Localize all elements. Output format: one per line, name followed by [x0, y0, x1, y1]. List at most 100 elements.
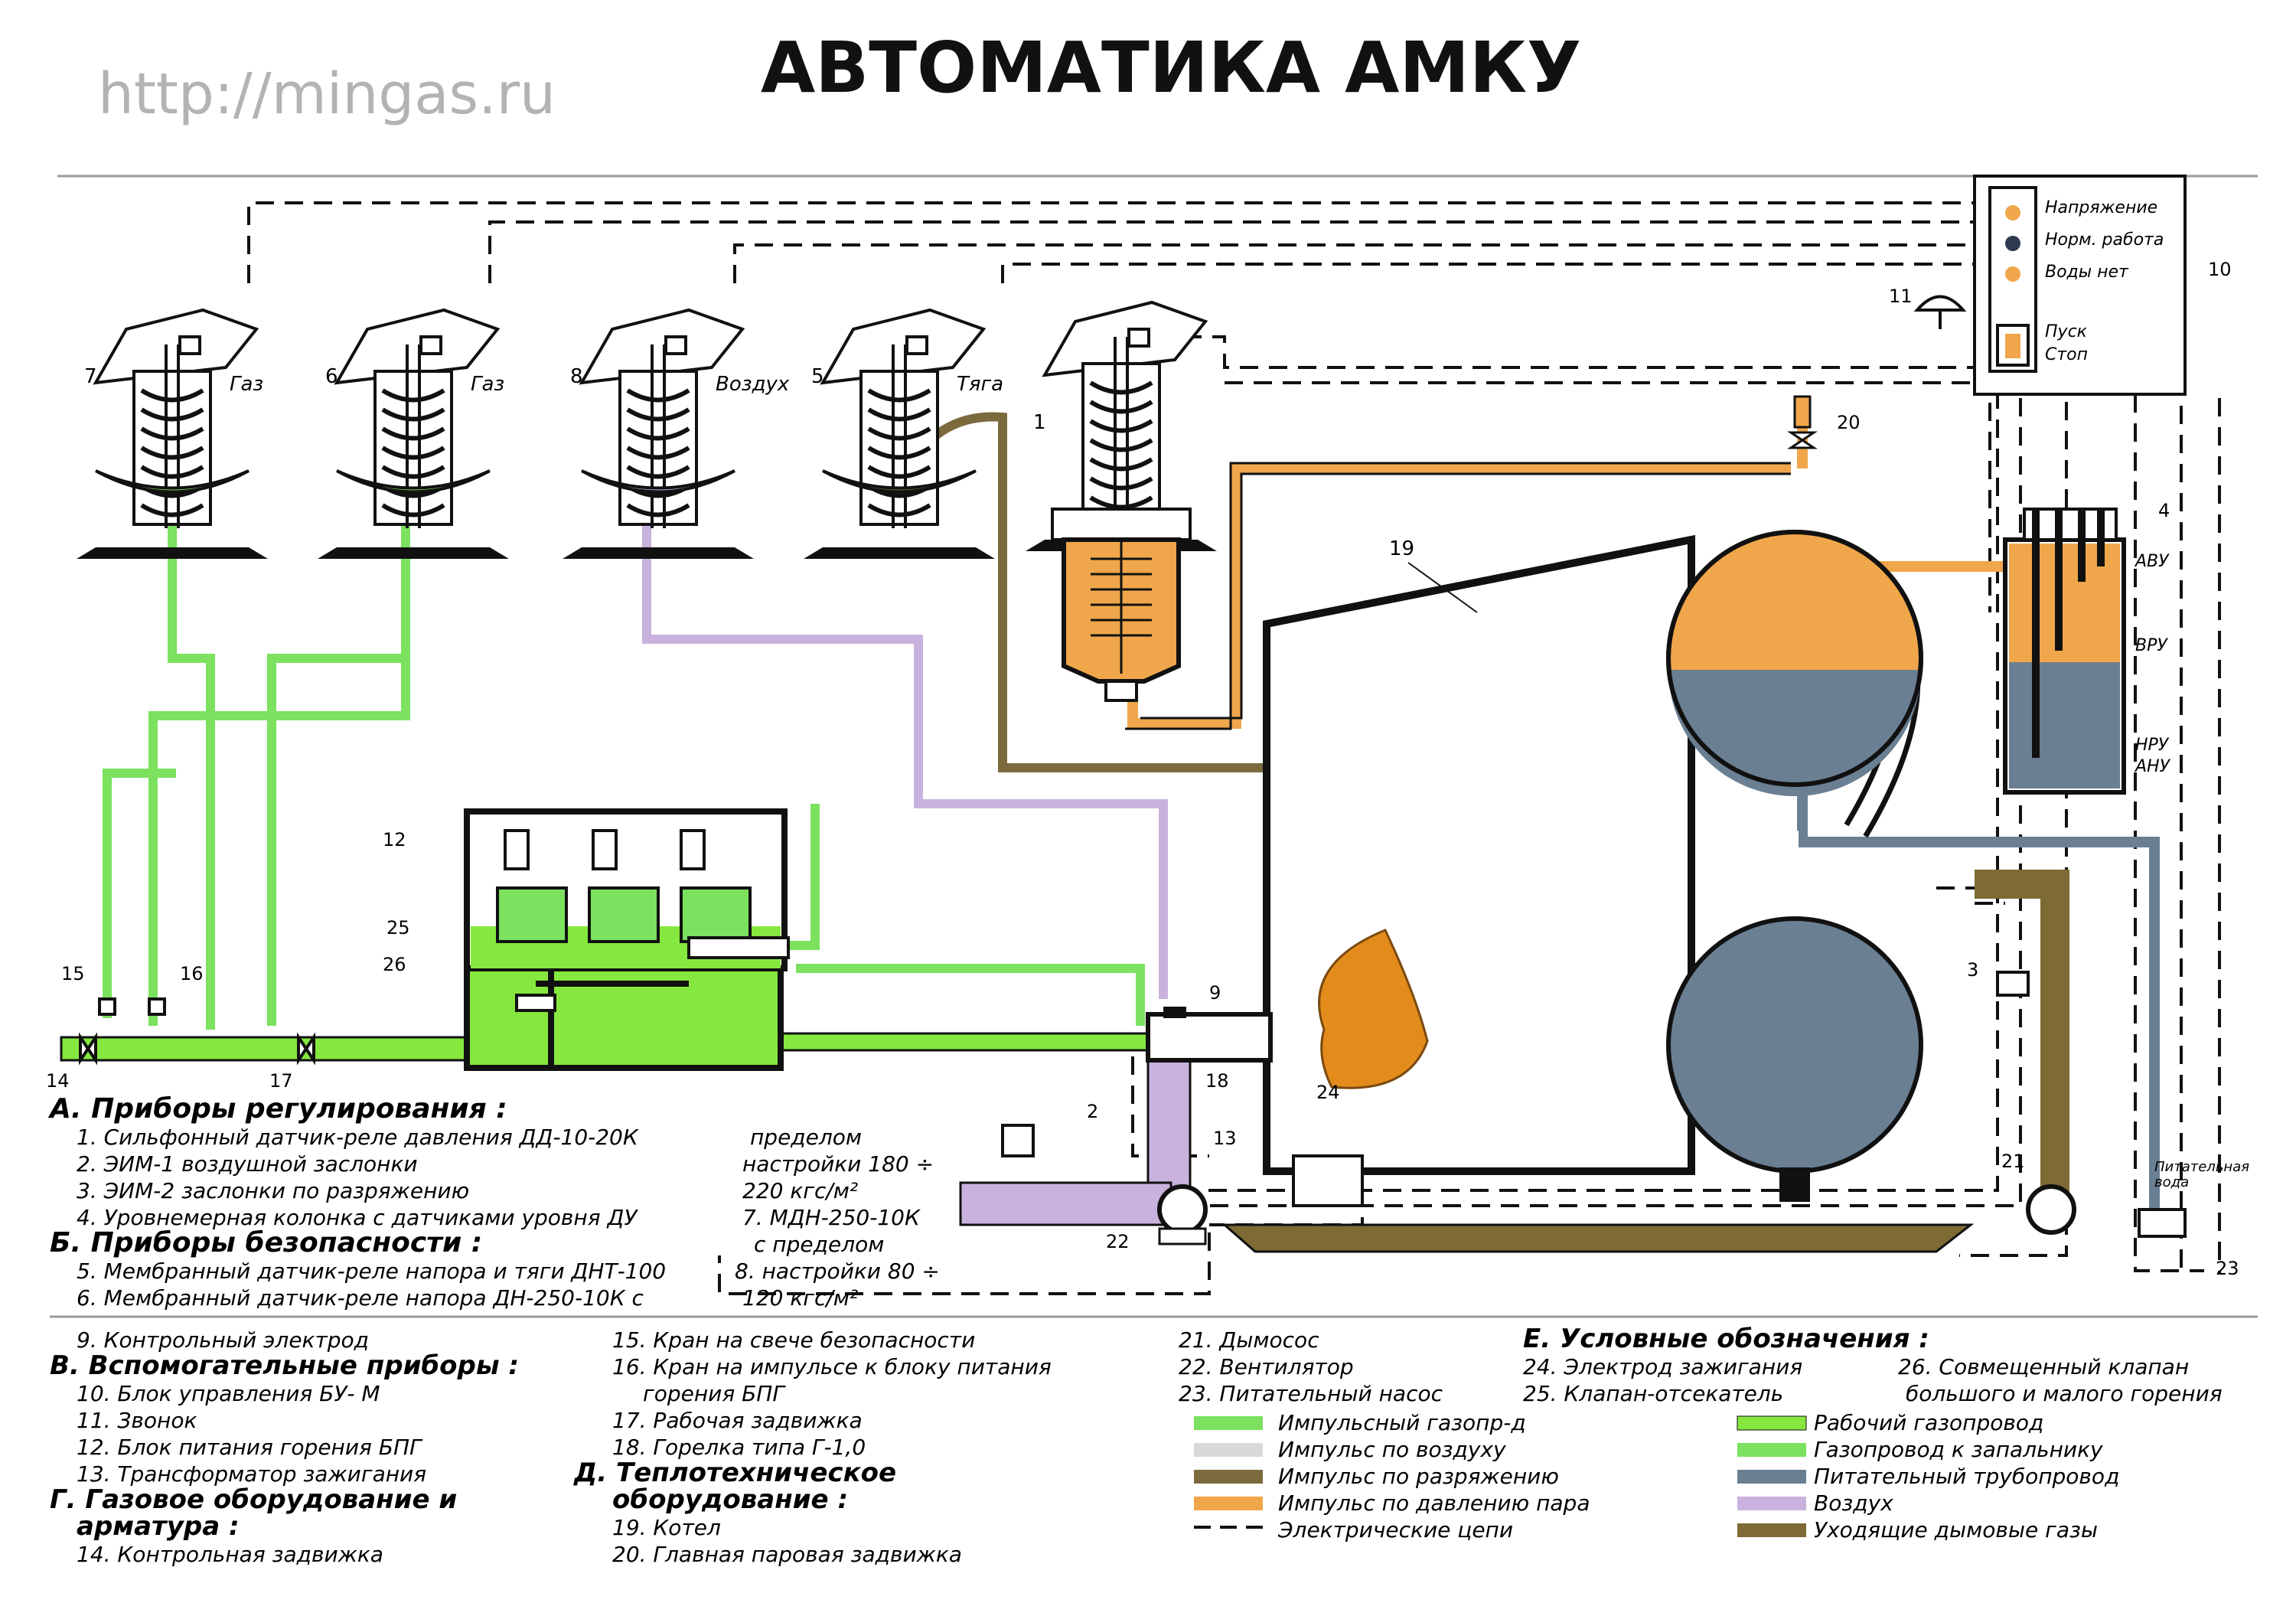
svg-text:АНУ: АНУ — [2134, 757, 2171, 776]
svg-text:4: 4 — [2158, 500, 2170, 521]
air-impulse-pipe — [642, 490, 1168, 999]
svg-text:1: 1 — [1033, 411, 1046, 434]
svg-text:16: 16 — [180, 963, 204, 984]
svg-text:Газ: Газ — [471, 373, 504, 396]
svg-text:10. Блок управления БУ- М: 10. Блок управления БУ- М — [77, 1381, 380, 1406]
svg-text:Норм. работа: Норм. работа — [2045, 230, 2164, 250]
svg-text:Рабочий газопровод: Рабочий газопровод — [1814, 1410, 2043, 1435]
bell-11: 11 — [1889, 286, 1967, 329]
gas-impulse-pipes — [103, 490, 1145, 1030]
ignition-transformer-13: 13 — [1213, 1128, 1364, 1207]
svg-text:19. Котел: 19. Котел — [612, 1515, 721, 1540]
svg-text:7. МДН-250-10К: 7. МДН-250-10К — [742, 1205, 921, 1230]
svg-text:12. Блок питания горения БПГ: 12. Блок питания горения БПГ — [77, 1435, 423, 1460]
svg-text:оборудование :: оборудование : — [612, 1484, 848, 1515]
svg-text:Электрические цепи: Электрические цепи — [1277, 1517, 1513, 1543]
svg-text:22: 22 — [1106, 1231, 1130, 1252]
svg-text:9: 9 — [1209, 982, 1221, 1004]
svg-text:6: 6 — [325, 365, 338, 388]
svg-text:Импульс по давлению пара: Импульс по давлению пара — [1278, 1490, 1590, 1516]
legend-a-head: А. Приборы регулирования : — [47, 1093, 507, 1125]
svg-text:с пределом: с пределом — [754, 1232, 884, 1257]
svg-text:Пуск: Пуск — [2045, 322, 2088, 341]
svg-text:18. Горелка типа Г-1,0: 18. Горелка типа Г-1,0 — [612, 1435, 866, 1460]
svg-text:большого и малого горения: большого и малого горения — [1906, 1381, 2223, 1406]
svg-text:11. Звонок: 11. Звонок — [77, 1408, 197, 1433]
svg-text:11: 11 — [1889, 286, 1913, 307]
svg-text:25: 25 — [386, 917, 410, 939]
svg-text:24: 24 — [1316, 1082, 1340, 1103]
svg-text:23: 23 — [2216, 1258, 2239, 1279]
svg-text:Питательная: Питательная — [2154, 1159, 2249, 1175]
svg-text:ВРУ: ВРУ — [2135, 636, 2168, 655]
sensor-7: Газ 7 — [77, 310, 268, 559]
svg-text:Стоп: Стоп — [2045, 345, 2088, 364]
svg-text:14: 14 — [46, 1070, 70, 1092]
svg-text:арматура :: арматура : — [77, 1511, 240, 1542]
svg-text:5: 5 — [811, 365, 824, 388]
svg-text:4. Уровнемерная колонка с датч: 4. Уровнемерная колонка с датчиками уров… — [77, 1205, 638, 1230]
svg-text:20: 20 — [1837, 412, 1861, 433]
smoke-exhauster-21: 21 — [2001, 1151, 2076, 1235]
svg-text:18: 18 — [1205, 1070, 1229, 1092]
sensor-8: Воздух 8 — [563, 310, 790, 559]
voltage-lamp — [2005, 205, 2020, 220]
svg-text:НРУ: НРУ — [2135, 736, 2170, 755]
sensor-6: Газ 6 — [318, 310, 509, 559]
svg-text:Г. Газовое оборудование и: Г. Газовое оборудование и — [50, 1484, 457, 1515]
svg-text:Воздух: Воздух — [716, 373, 790, 396]
svg-text:20. Главная паровая задвижка: 20. Главная паровая задвижка — [612, 1542, 962, 1567]
svg-text:21: 21 — [2001, 1151, 2025, 1172]
svg-text:настройки 180 ÷: настройки 180 ÷ — [742, 1151, 934, 1177]
svg-text:2. ЭИМ-1 воздушной заслонки: 2. ЭИМ-1 воздушной заслонки — [77, 1151, 418, 1177]
svg-text:13. Трансформатор зажигания: 13. Трансформатор зажигания — [77, 1461, 426, 1487]
burner-18: 9 18 24 — [1146, 929, 1429, 1103]
air-supply-pipe — [959, 1181, 1172, 1226]
svg-text:Воды нет: Воды нет — [2045, 263, 2129, 282]
svg-text:Уходящие дымовые газы: Уходящие дымовые газы — [1814, 1517, 2098, 1543]
page-title: АВТОМАТИКА АМКУ — [761, 27, 1581, 109]
svg-text:220 кгс/м²: 220 кгс/м² — [742, 1178, 858, 1203]
svg-text:14. Контрольная задвижка: 14. Контрольная задвижка — [77, 1542, 383, 1567]
svg-text:Газ: Газ — [230, 373, 263, 396]
svg-text:15. Кран на свече безопасности: 15. Кран на свече безопасности — [612, 1327, 975, 1353]
svg-text:3. ЭИМ-2 заслонки по разряжени: 3. ЭИМ-2 заслонки по разряжению — [77, 1178, 469, 1203]
svg-text:10: 10 — [2208, 259, 2232, 280]
svg-text:пределом: пределом — [750, 1125, 862, 1150]
svg-text:АВУ: АВУ — [2134, 552, 2170, 571]
svg-text:21. Дымосос: 21. Дымосос — [1179, 1327, 1319, 1353]
svg-text:26. Совмещенный клапан: 26. Совмещенный клапан — [1898, 1354, 2189, 1379]
control-unit-10: Напряжение Норм. работа Воды нет Пуск Ст… — [1973, 175, 2232, 396]
svg-text:5. Мембранный датчик-реле напо: 5. Мембранный датчик-реле напора и тяги … — [77, 1259, 666, 1284]
svg-text:Напряжение: Напряжение — [2045, 198, 2157, 217]
svg-text:8: 8 — [570, 365, 583, 388]
level-column-4: АВУ ВРУ НРУ АНУ 4 — [2003, 500, 2171, 795]
svg-text:В. Вспомогательные приборы :: В. Вспомогательные приборы : — [50, 1350, 519, 1381]
actuator-2: 2 — [1001, 1101, 1098, 1157]
svg-text:Воздух: Воздух — [1814, 1490, 1893, 1516]
svg-text:120 кгс/м²: 120 кгс/м² — [742, 1285, 858, 1311]
boiler-19: 19 — [1221, 530, 1975, 1253]
watermark: http://mingas.ru — [98, 61, 556, 127]
svg-text:15: 15 — [61, 963, 85, 984]
svg-text:22. Вентилятор: 22. Вентилятор — [1179, 1354, 1354, 1379]
svg-text:3: 3 — [1967, 959, 1978, 981]
svg-text:1. Сильфонный датчик-реле давл: 1. Сильфонный датчик-реле давления ДД-10… — [77, 1125, 639, 1150]
svg-text:17: 17 — [269, 1070, 293, 1092]
svg-text:17. Рабочая задвижка: 17. Рабочая задвижка — [612, 1408, 863, 1433]
bellows-pressure-sensor-1: 1 — [1026, 302, 1217, 702]
actuator-3: 3 — [1967, 959, 2030, 997]
svg-text:23. Питательный насос: 23. Питательный насос — [1179, 1381, 1443, 1406]
feed-pump-23: 23 Питательная вода — [2138, 1159, 2249, 1279]
main-steam-valve-20: 20 — [1787, 395, 1861, 449]
svg-text:6. Мембранный датчик-реле напо: 6. Мембранный датчик-реле напора ДН-250-… — [77, 1285, 644, 1311]
svg-text:Б. Приборы безопасности :: Б. Приборы безопасности : — [50, 1227, 482, 1259]
svg-text:Импульс по воздуху: Импульс по воздуху — [1278, 1437, 1506, 1462]
svg-text:Импульсный газопр-д: Импульсный газопр-д — [1278, 1410, 1526, 1435]
no-water-lamp — [2005, 266, 2020, 282]
svg-text:Питательный трубопровод: Питательный трубопровод — [1814, 1464, 2119, 1489]
svg-text:8. настройки 80 ÷: 8. настройки 80 ÷ — [735, 1259, 940, 1284]
svg-text:13: 13 — [1213, 1128, 1237, 1149]
svg-text:Тяга: Тяга — [957, 373, 1003, 396]
